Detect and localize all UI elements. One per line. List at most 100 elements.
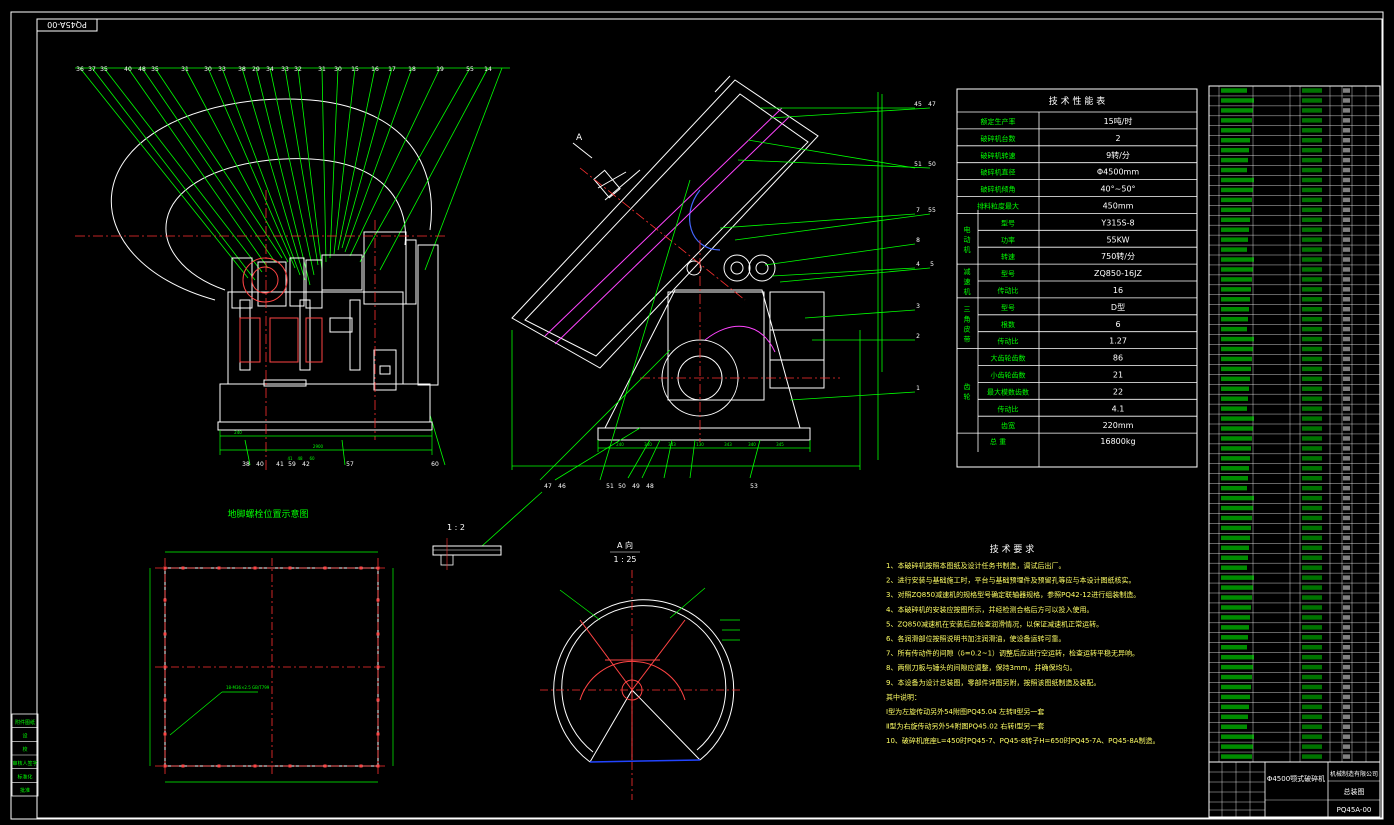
- bom-cell-mark: [1302, 714, 1322, 720]
- side-callout: 45: [914, 101, 922, 108]
- spec-label: 传动比: [998, 404, 1019, 413]
- bom-cell-mark: [1302, 615, 1322, 620]
- title-block-code: PQ45A-00: [1337, 806, 1372, 814]
- bom-cell-mark: [1302, 237, 1322, 242]
- side-dim: 345: [776, 442, 784, 447]
- bom-cell-mark: [1343, 664, 1350, 670]
- bom-cell-mark: [1343, 157, 1350, 163]
- bom-cell-mark: [1221, 436, 1252, 441]
- bom-cell-mark: [1343, 326, 1350, 332]
- bom-cell-mark: [1302, 277, 1322, 282]
- bom-cell-mark: [1221, 237, 1248, 242]
- bom-cell-mark: [1343, 625, 1350, 630]
- bom-cell-mark: [1343, 446, 1350, 451]
- bom-cell-mark: [1221, 118, 1252, 123]
- spec-value: ZQ850-16JZ: [1094, 269, 1142, 278]
- bom-cell-mark: [1302, 555, 1322, 560]
- bom-cell-mark: [1302, 287, 1322, 292]
- bom-cell-mark: [1302, 475, 1322, 481]
- bom-cell-mark: [1302, 167, 1322, 173]
- bom-cell-mark: [1302, 605, 1322, 610]
- bom-cell-mark: [1343, 306, 1350, 312]
- bottom-balloon: 40: [256, 461, 264, 468]
- bom-cell-mark: [1343, 466, 1350, 471]
- bom-cell-mark: [1221, 466, 1249, 471]
- bom-cell-mark: [1302, 297, 1322, 302]
- left-dim: 60: [309, 456, 315, 461]
- tech-spec-title: 技 术 性 能 表: [1049, 95, 1105, 107]
- title-block-cell: 总装图: [1344, 787, 1365, 796]
- bom-cell-mark: [1221, 734, 1254, 739]
- bom-cell-mark: [1221, 98, 1254, 103]
- bom-cell-mark: [1343, 485, 1350, 491]
- bom-cell-mark: [1221, 297, 1250, 302]
- drawing-frame: [10, 11, 1384, 820]
- bom-cell-mark: [1302, 446, 1322, 451]
- bom-cell-mark: [1221, 366, 1251, 372]
- bom-cell-mark: [1221, 247, 1247, 252]
- bom-cell-mark: [1302, 376, 1322, 382]
- bom-cell-mark: [1343, 396, 1350, 401]
- bom-cell-mark: [1221, 595, 1252, 600]
- bom-cell-mark: [1343, 416, 1350, 421]
- anchor-bolt: [288, 566, 292, 570]
- side-callout: 50: [928, 161, 936, 168]
- bom-cell-mark: [1302, 386, 1322, 391]
- bom-cell-mark: [1302, 128, 1322, 133]
- requirement-line: 7、所有传动件的间隙（δ=0.2~1）调整后应进行空运转，检查运转平稳无异响。: [886, 649, 1139, 658]
- anchor-bolt: [376, 665, 380, 669]
- spec-label: 转速: [1001, 252, 1015, 261]
- bom-cell-mark: [1221, 585, 1253, 590]
- bom-cell-mark: [1302, 654, 1322, 660]
- bom-cell-mark: [1302, 704, 1322, 710]
- bom-cell-mark: [1221, 505, 1253, 511]
- bom-cell-mark: [1221, 535, 1250, 541]
- title-block-name: Φ4500颚式破碎机: [1267, 774, 1325, 783]
- bottom-balloon: 50: [618, 483, 626, 490]
- bom-cell-mark: [1302, 396, 1322, 401]
- bom-cell-mark: [1302, 157, 1322, 163]
- bom-cell-mark: [1221, 88, 1247, 93]
- bom-cell-mark: [1221, 485, 1247, 491]
- left-end-view: [75, 67, 510, 470]
- bom-cell-mark: [1302, 515, 1322, 521]
- bom-cell-mark: [1221, 267, 1253, 272]
- bom-cell-mark: [1221, 336, 1254, 342]
- spec-label: 最大模数齿数: [987, 387, 1029, 396]
- balloon-number: 48: [138, 66, 146, 73]
- left-dim: 2900: [313, 444, 324, 449]
- bom-cell-mark: [1221, 744, 1253, 749]
- bom-cell-mark: [1302, 585, 1322, 590]
- bom-cell-mark: [1221, 545, 1249, 551]
- bom-cell-mark: [1302, 545, 1322, 551]
- bom-cell-mark: [1343, 754, 1350, 759]
- spec-value: 16: [1113, 286, 1123, 295]
- bom-cell-mark: [1302, 197, 1322, 203]
- view-a: A 向 1 : 25: [540, 540, 740, 800]
- balloon-number: 35: [151, 66, 159, 73]
- bottom-balloon: 60: [431, 461, 439, 468]
- bom-cell-mark: [1302, 316, 1322, 322]
- bom-cell-mark: [1302, 664, 1322, 670]
- balloon-number: 29: [252, 66, 260, 73]
- spec-label: 破碎机转速: [981, 151, 1016, 160]
- side-callout: 5: [930, 261, 934, 268]
- spec-label: 齿宽: [1001, 421, 1015, 430]
- bom-cell-mark: [1221, 674, 1252, 680]
- bom-cell-mark: [1302, 466, 1322, 471]
- bom-cell-mark: [1221, 555, 1248, 560]
- balloon-number: 38: [238, 66, 246, 73]
- anchor-bolt: [163, 698, 167, 702]
- anchor-bolt: [163, 598, 167, 602]
- bom-cell-mark: [1343, 565, 1350, 570]
- balloon-number: 18: [408, 66, 416, 73]
- bom-cell-mark: [1343, 406, 1350, 411]
- spec-label: 排料粒度最大: [977, 202, 1019, 211]
- bom-cell-mark: [1343, 684, 1350, 690]
- bom-cell-mark: [1302, 724, 1322, 729]
- bom-cell-mark: [1221, 257, 1254, 262]
- bottom-balloon: 38: [242, 461, 250, 468]
- bom-cell-mark: [1302, 505, 1322, 511]
- anchor-bolt: [323, 764, 327, 768]
- bom-cell-mark: [1343, 336, 1350, 342]
